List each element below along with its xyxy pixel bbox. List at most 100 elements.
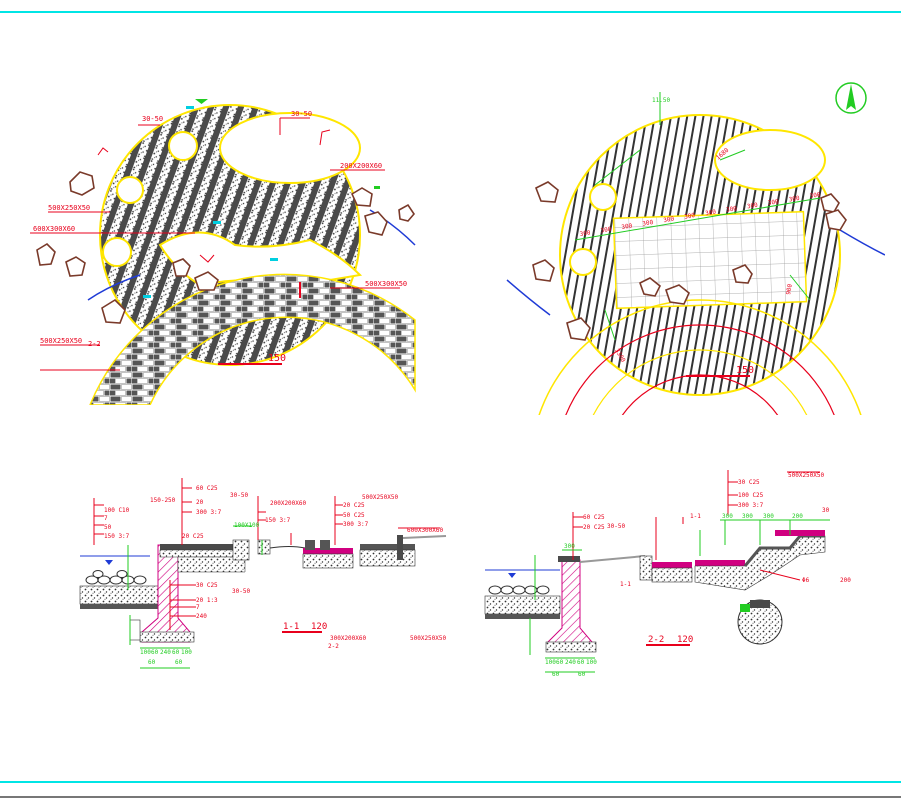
rock-r8 (732, 264, 753, 284)
s1-callout-c: 200X200X60 (270, 500, 307, 507)
s1-note-bottom-2: 7 (196, 604, 200, 611)
s2-dim-c0: 60 (552, 671, 560, 678)
rock-r3 (566, 317, 591, 341)
base-gravel-1 (79, 585, 161, 605)
s1-note-mid-0: 20 C25 (182, 533, 204, 540)
s2-callout-b: 30-50 (607, 523, 625, 530)
s1-note-mid-1: 150 3:7 (265, 517, 291, 524)
paving-strip-1 (269, 546, 306, 549)
label-section-mark: 2-2 (88, 340, 101, 348)
s2-dim-b4: 100 (586, 659, 597, 666)
plan-left (87, 104, 416, 405)
grid-label: 300 (663, 216, 675, 225)
s1-dim-h: 100X100 (234, 522, 260, 529)
rock-5 (350, 187, 373, 207)
s1-dim-c1: 60 (175, 659, 183, 666)
s2-callout-g: Φ6 (802, 577, 810, 584)
rock-r6 (639, 277, 662, 297)
outer-ring-right-4 (592, 349, 808, 415)
rock-7 (398, 203, 416, 222)
s1-note-right-1: 50 C25 (343, 512, 365, 519)
tree-pit-r1 (589, 183, 617, 211)
rocks-left (36, 171, 416, 324)
s2-note-left-1: 20 C25 (583, 524, 605, 531)
lawn-oval-left (219, 112, 361, 184)
s1-callout-b: 30-50 (230, 492, 248, 499)
paver-ring-left (89, 273, 416, 405)
grid-label: 300 (767, 198, 779, 207)
s2-callout-f: 30 (822, 507, 830, 514)
tree-pit-r2 (569, 248, 597, 276)
grid-label: 300 (705, 209, 717, 218)
dims-right (574, 92, 821, 341)
s2-scale: 120 (677, 635, 693, 645)
grid-label: 300 (788, 195, 800, 204)
s2-title: 2-2 (648, 635, 664, 645)
s1-callout-a: 150-250 (150, 497, 176, 504)
s1-note-left-1: 7 (104, 515, 108, 522)
s1-dim-b4: 100 (181, 649, 192, 656)
s1-note-left-0: 100 C10 (104, 507, 130, 514)
north-arrow (835, 82, 867, 114)
base-gravel-2 (484, 595, 561, 615)
s2-note-top-0: 30 C25 (738, 479, 760, 486)
s1-callout-f: 30-50 (232, 588, 250, 595)
s1-dim-b1: 60 (151, 649, 159, 656)
s1-note-bottom-3: 240 (196, 613, 207, 620)
s1-dim-b0: 100 (140, 649, 151, 656)
rock-1 (69, 171, 95, 196)
s2-note-top-1: 100 C25 (738, 492, 764, 499)
s2-sub-ref: 1-1 (620, 581, 631, 588)
label-callout-4: 500X300X50 (365, 280, 407, 288)
s2-dim-b1: 60 (556, 659, 564, 666)
rock-r2 (532, 259, 555, 282)
tree-pit-1 (168, 131, 198, 161)
label-callout-5: 500X250X50 (40, 337, 82, 345)
s1-sub-ref: 2-2 (328, 643, 339, 650)
s1-note-bottom-1: 20 1:3 (196, 597, 218, 604)
s1-callout-h: 500X250X50 (410, 635, 447, 642)
grid-label: 300 (809, 191, 821, 200)
label-callout-2: 500X250X50 (48, 204, 90, 212)
rock-2 (36, 242, 56, 266)
label-30-50-a: 30-50 (142, 115, 163, 123)
label-callout-3: 600X300X60 (33, 225, 75, 233)
rock-3 (65, 256, 86, 277)
rock-9 (172, 258, 191, 277)
s1-callout-e: 600X300X60 (407, 527, 444, 534)
grid-label: 300 (747, 202, 759, 211)
tree-pit-3 (102, 237, 132, 267)
elev-mark-right: 11.50 (652, 97, 670, 104)
grid-label: 300 (621, 222, 633, 231)
rock-r7 (664, 284, 690, 305)
s1-dim-b3: 60 (172, 649, 180, 656)
s1-callout-g: 300X200X60 (330, 635, 367, 642)
tree-pit-2 (116, 176, 144, 204)
rock-r5 (825, 209, 847, 231)
s2-note-top-2: 300 3:7 (738, 502, 764, 509)
s1-note-left-2: 50 (104, 524, 112, 531)
markers-left (143, 99, 380, 298)
s2-callout-c: 1-1 (690, 513, 701, 520)
s1-note-top-2: 300 3:7 (196, 509, 222, 516)
stream-line-right (506, 279, 551, 316)
s1-dim-b2: 240 (160, 649, 171, 656)
s1-note-left-3: 150 3:7 (104, 533, 130, 540)
s2-dim-b0: 100 (545, 659, 556, 666)
s2-note-left-0: 60 C25 (583, 514, 605, 521)
s2-dim-t1: 300 (742, 513, 753, 520)
s1-note-top-0: 60 C25 (196, 485, 218, 492)
s1-dim-c0: 60 (148, 659, 156, 666)
callouts-left (30, 117, 400, 371)
s1-note-right-0: 20 C25 (343, 502, 365, 509)
grid-label: 300 (684, 212, 696, 221)
s1-scale: 120 (311, 622, 327, 632)
section-1-1: 100 C10 7 50 150 3:7 60 C25 20 300 3:7 2… (79, 478, 447, 669)
grid-label: 300 (600, 226, 612, 235)
scale-label-left: 150 (268, 353, 286, 364)
s2-callout-e: 200 (840, 577, 851, 584)
outer-ring-right-2 (565, 324, 835, 415)
section-2-2: 30 C25 100 C25 300 3:7 60 C25 20 C25 500… (484, 470, 851, 678)
s2-dim-t3: 200 (792, 513, 803, 520)
